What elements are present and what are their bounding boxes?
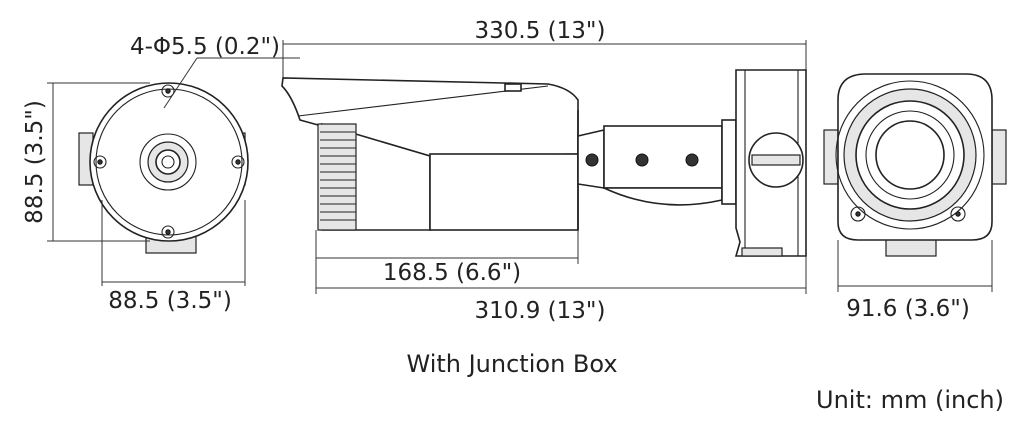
- side-view: [281, 40, 807, 294]
- hole-spec-label: 4-Φ5.5 (0.2"): [130, 34, 280, 60]
- overall-length-label: 330.5 (13"): [475, 18, 606, 44]
- hole-leader: [163, 57, 198, 109]
- front-width-label: 88.5 (3.5"): [108, 288, 232, 314]
- housing-length-label: 168.5 (6.6"): [383, 260, 521, 286]
- bracket-arm: [603, 125, 723, 189]
- bracket-screw-2: [635, 153, 649, 167]
- rear-width-label: 91.6 (3.6"): [846, 296, 970, 322]
- front-view: [47, 57, 300, 286]
- rear-view: [823, 73, 1007, 292]
- unit-note: Unit: mm (inch): [816, 386, 1004, 414]
- rear-lens-ring-outer: [835, 80, 985, 230]
- lens-glass: [875, 120, 945, 190]
- base-length-label: 310.9 (13"): [475, 298, 606, 324]
- mount-hole-left: [93, 155, 107, 169]
- mount-hole-right: [231, 155, 245, 169]
- bracket-screw-1: [585, 153, 599, 167]
- housing-body: [429, 153, 579, 231]
- bracket-screw-3: [685, 153, 699, 167]
- drawing-caption: With Junction Box: [406, 350, 617, 378]
- front-height-label: 88.5 (3.5"): [22, 100, 48, 224]
- cable-gland-outer: [139, 133, 197, 191]
- mount-hole-bottom: [161, 225, 175, 239]
- mount-hole-top: [161, 84, 175, 98]
